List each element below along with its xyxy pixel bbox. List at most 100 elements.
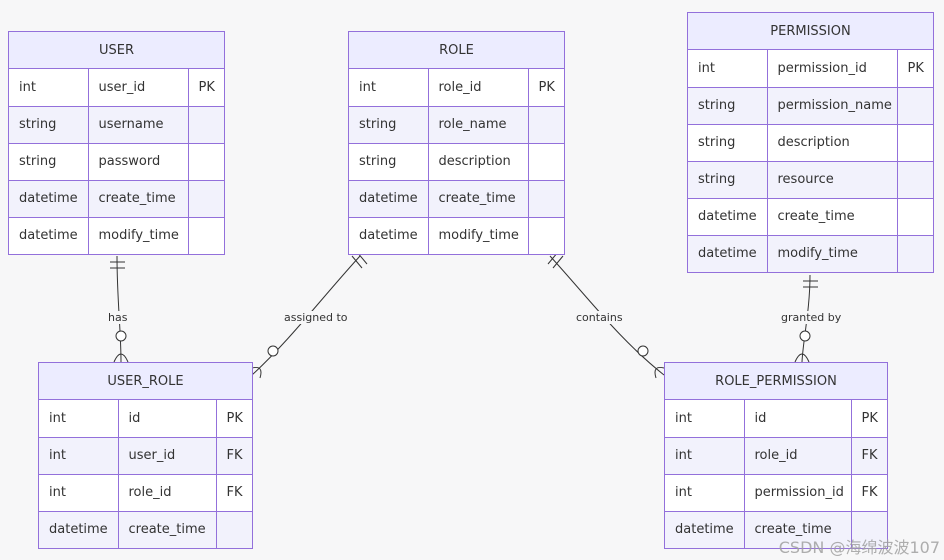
attribute-type: datetime: [39, 511, 119, 548]
attribute-type: string: [9, 106, 89, 144]
attribute-key: PK: [897, 50, 933, 88]
attribute-type: int: [688, 50, 768, 88]
attribute-key: PK: [528, 69, 564, 107]
attribute-name: role_id: [744, 437, 852, 475]
entity-title: PERMISSION: [688, 13, 933, 50]
attribute-key: [188, 143, 224, 181]
attribute-key: [897, 87, 933, 125]
entity-title: ROLE: [349, 32, 564, 69]
attribute-type: int: [9, 69, 89, 107]
attribute-name: permission_id: [767, 50, 898, 88]
attribute-type: string: [688, 161, 768, 199]
attribute-key: [188, 180, 224, 218]
attribute-key: PK: [851, 400, 887, 438]
zero-marker: [799, 330, 811, 342]
attribute-key: FK: [851, 437, 887, 475]
attribute-type: datetime: [688, 198, 768, 236]
attribute-type: string: [688, 87, 768, 125]
attribute-name: create_time: [744, 511, 852, 548]
entity-title: USER: [9, 32, 224, 69]
attribute-key: FK: [216, 437, 252, 475]
attribute-type: datetime: [349, 217, 429, 254]
rel-label-has: has: [106, 311, 130, 324]
attribute-key: [897, 235, 933, 272]
zero-marker: [267, 345, 279, 357]
attribute-key: FK: [851, 474, 887, 512]
attribute-name: create_time: [428, 180, 529, 218]
attribute-type: int: [665, 400, 745, 438]
attribute-name: description: [428, 143, 529, 181]
attribute-key: [216, 511, 252, 548]
attribute-name: user_id: [118, 437, 217, 475]
entity-title: USER_ROLE: [39, 363, 252, 400]
attribute-name: password: [88, 143, 189, 181]
attribute-key: [897, 124, 933, 162]
attribute-type: int: [39, 400, 119, 438]
attribute-key: [897, 198, 933, 236]
attribute-type: int: [665, 474, 745, 512]
attribute-key: [188, 217, 224, 254]
attribute-type: string: [349, 143, 429, 181]
attribute-key: [897, 161, 933, 199]
attribute-name: create_time: [767, 198, 898, 236]
attribute-name: role_name: [428, 106, 529, 144]
attribute-name: permission_name: [767, 87, 898, 125]
rel-label-assigned-to: assigned to: [282, 311, 350, 324]
attribute-type: datetime: [688, 235, 768, 272]
attribute-key: [528, 106, 564, 144]
attribute-key: [188, 106, 224, 144]
attribute-type: string: [349, 106, 429, 144]
attribute-name: description: [767, 124, 898, 162]
attribute-name: modify_time: [428, 217, 529, 254]
attribute-type: datetime: [9, 217, 89, 254]
attribute-name: role_id: [118, 474, 217, 512]
zero-marker: [115, 330, 127, 342]
attribute-key: [851, 511, 887, 548]
attribute-name: create_time: [118, 511, 217, 548]
attribute-key: FK: [216, 474, 252, 512]
attribute-name: modify_time: [88, 217, 189, 254]
attribute-key: [528, 143, 564, 181]
rel-label-granted-by: granted by: [779, 311, 844, 324]
watermark: CSDN @海绵波波107: [778, 538, 940, 557]
many-marker: [113, 353, 129, 363]
attribute-type: datetime: [9, 180, 89, 218]
attribute-key: PK: [216, 400, 252, 438]
one-marker: [351, 255, 363, 269]
many-marker: [654, 367, 665, 379]
attribute-name: id: [744, 400, 852, 438]
attribute-name: modify_time: [767, 235, 898, 272]
rel-line-user-user-role: [116, 255, 122, 363]
attribute-name: id: [118, 400, 217, 438]
